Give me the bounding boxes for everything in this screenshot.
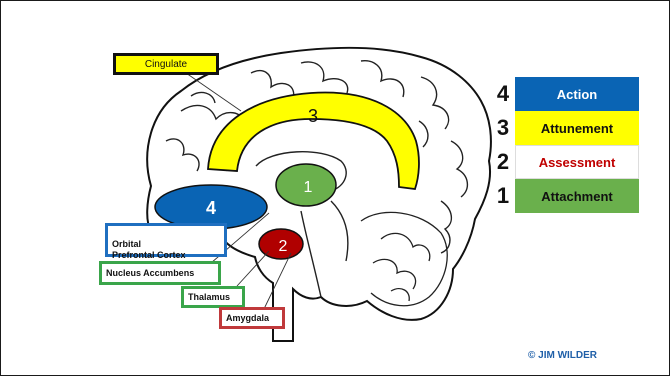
nucleus-accumbens-label: Nucleus Accumbens — [99, 261, 221, 285]
cerebellum — [360, 211, 448, 307]
legend-number-1: 1 — [496, 183, 510, 208]
amygdala-number: 2 — [279, 238, 288, 255]
thalamus-number: 1 — [304, 179, 313, 196]
legend-attunement: Attunement — [515, 111, 639, 145]
thalamus-label: Thalamus — [181, 286, 245, 308]
thalamus-region — [275, 163, 337, 207]
legend-number-2: 2 — [496, 149, 510, 174]
orbital-number: 4 — [206, 198, 216, 218]
legend-number-4: 4 — [496, 81, 510, 106]
ventricle-curve — [255, 151, 347, 192]
legend-assessment: Assessment — [515, 145, 639, 179]
cingulate-label: Cingulate — [113, 53, 219, 75]
cingulate-region — [207, 91, 420, 190]
legend-attachment: Attachment — [515, 179, 639, 213]
brainstem-inner — [330, 200, 349, 262]
copyright-text: © JIM WILDER — [528, 350, 598, 361]
orbital-prefrontal-label: Orbital Prefrontal Cortex — [105, 223, 227, 260]
legend-action: Action — [515, 77, 639, 111]
brainstem — [300, 210, 322, 298]
amygdala-label: Amygdala — [219, 307, 285, 329]
amygdala-region — [258, 228, 304, 260]
cingulate-number: 3 — [308, 106, 318, 126]
legend-number-3: 3 — [496, 115, 510, 140]
